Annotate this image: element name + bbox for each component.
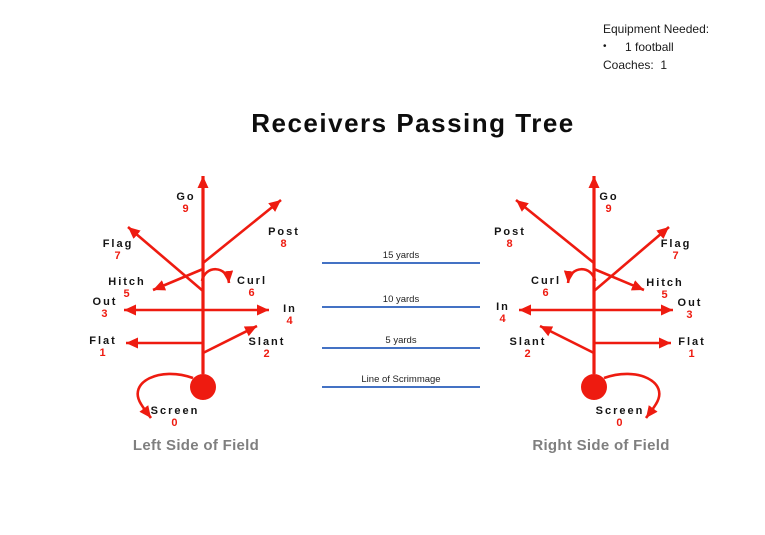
route-name: Flat [89, 335, 117, 347]
right-post-route [515, 198, 595, 265]
right-route-label-go: Go 9 [599, 191, 618, 216]
left-route-label-out: Out 3 [93, 296, 118, 321]
left-screen-route [136, 372, 194, 419]
route-number: 8 [280, 238, 288, 250]
route-name: Post [494, 226, 526, 238]
route-name: Go [176, 191, 196, 203]
left-route-label-curl: Curl 6 [237, 275, 267, 300]
equipment-item-row: • 1 football [603, 38, 709, 56]
left-route-label-flat: Flat 1 [89, 335, 117, 360]
route-name: Slant [248, 336, 286, 348]
right-curl-route [563, 267, 597, 284]
route-number: 2 [524, 348, 532, 360]
route-number: 5 [661, 289, 669, 301]
left-route-label-screen: Screen 0 [151, 405, 200, 430]
right-route-label-out: Out 3 [678, 297, 703, 322]
route-name: In [283, 303, 297, 315]
right-route-label-screen: Screen 0 [596, 405, 645, 430]
right-slant-route [539, 324, 595, 355]
right-tree-linework [515, 176, 673, 419]
route-name: Hitch [646, 277, 684, 289]
route-number: 3 [101, 308, 109, 320]
right-route-label-post: Post 8 [494, 226, 526, 251]
left-route-label-slant: Slant 2 [249, 336, 286, 361]
right-route-label-hitch: Hitch 5 [646, 277, 684, 302]
route-number: 5 [123, 288, 131, 300]
right-field-caption: Right Side of Field [532, 437, 670, 454]
route-name: Flag [102, 238, 134, 250]
route-number: 6 [542, 287, 550, 299]
route-number: 3 [686, 309, 694, 321]
left-hitch-route [152, 267, 204, 292]
left-slant-route [202, 324, 258, 355]
left-route-label-flag: Flag 7 [103, 238, 134, 263]
right-route-label-in: In 4 [496, 301, 510, 326]
route-number: 8 [506, 238, 514, 250]
scrimmage-label: Line of Scrimmage [361, 374, 441, 385]
route-number: 1 [688, 348, 696, 360]
left-tree-linework [124, 176, 282, 419]
right-screen-route [603, 372, 661, 419]
left-curl-route [200, 267, 234, 284]
route-name: Flag [660, 238, 692, 250]
route-name: Slant [509, 336, 547, 348]
route-number: 9 [605, 203, 613, 215]
route-name: Screen [150, 405, 200, 417]
left-route-label-go: Go 9 [176, 191, 195, 216]
route-number: 0 [616, 417, 624, 429]
route-number: 4 [286, 315, 294, 327]
right-route-label-curl: Curl 6 [531, 275, 561, 300]
route-name: Post [268, 226, 300, 238]
route-name: Screen [595, 405, 645, 417]
route-number: 1 [99, 347, 107, 359]
equipment-item-text: 1 football [625, 40, 674, 54]
yard-lines [322, 262, 480, 388]
route-number: 0 [171, 417, 179, 429]
equipment-block: Equipment Needed: • 1 football Coaches: … [603, 20, 709, 74]
route-name: Out [677, 297, 703, 309]
route-number: 6 [248, 287, 256, 299]
five-yard-label: 5 yards [385, 335, 417, 346]
left-flag-route [127, 226, 204, 292]
right-flag-route [593, 226, 670, 292]
equipment-heading: Equipment Needed: [603, 22, 710, 36]
route-name: Flat [678, 336, 706, 348]
right-receiver-dot [581, 374, 607, 400]
route-number: 7 [114, 250, 122, 262]
route-number: 9 [182, 203, 190, 215]
right-route-label-flag: Flag 7 [661, 238, 692, 263]
right-route-label-flat: Flat 1 [678, 336, 706, 361]
route-name: Go [599, 191, 619, 203]
route-number: 2 [263, 348, 271, 360]
left-route-label-hitch: Hitch 5 [108, 276, 146, 301]
page-title: Receivers Passing Tree [251, 108, 575, 138]
left-route-label-post: Post 8 [268, 226, 300, 251]
route-name: Out [92, 296, 118, 308]
right-hitch-route [593, 267, 645, 292]
route-name: Curl [531, 275, 561, 287]
route-name: In [496, 301, 510, 313]
left-route-label-in: In 4 [283, 303, 297, 328]
bullet-icon: • [603, 41, 607, 52]
coaches-line: Coaches: 1 [603, 58, 668, 72]
left-field-caption: Left Side of Field [132, 437, 260, 454]
route-name: Hitch [108, 276, 146, 288]
right-route-label-slant: Slant 2 [510, 336, 547, 361]
left-post-route [202, 198, 282, 265]
route-name: Curl [237, 275, 267, 287]
left-receiver-dot [190, 374, 216, 400]
route-number: 7 [672, 250, 680, 262]
fifteen-yard-label: 15 yards [382, 250, 420, 261]
ten-yard-label: 10 yards [382, 294, 420, 305]
route-number: 4 [499, 313, 507, 325]
